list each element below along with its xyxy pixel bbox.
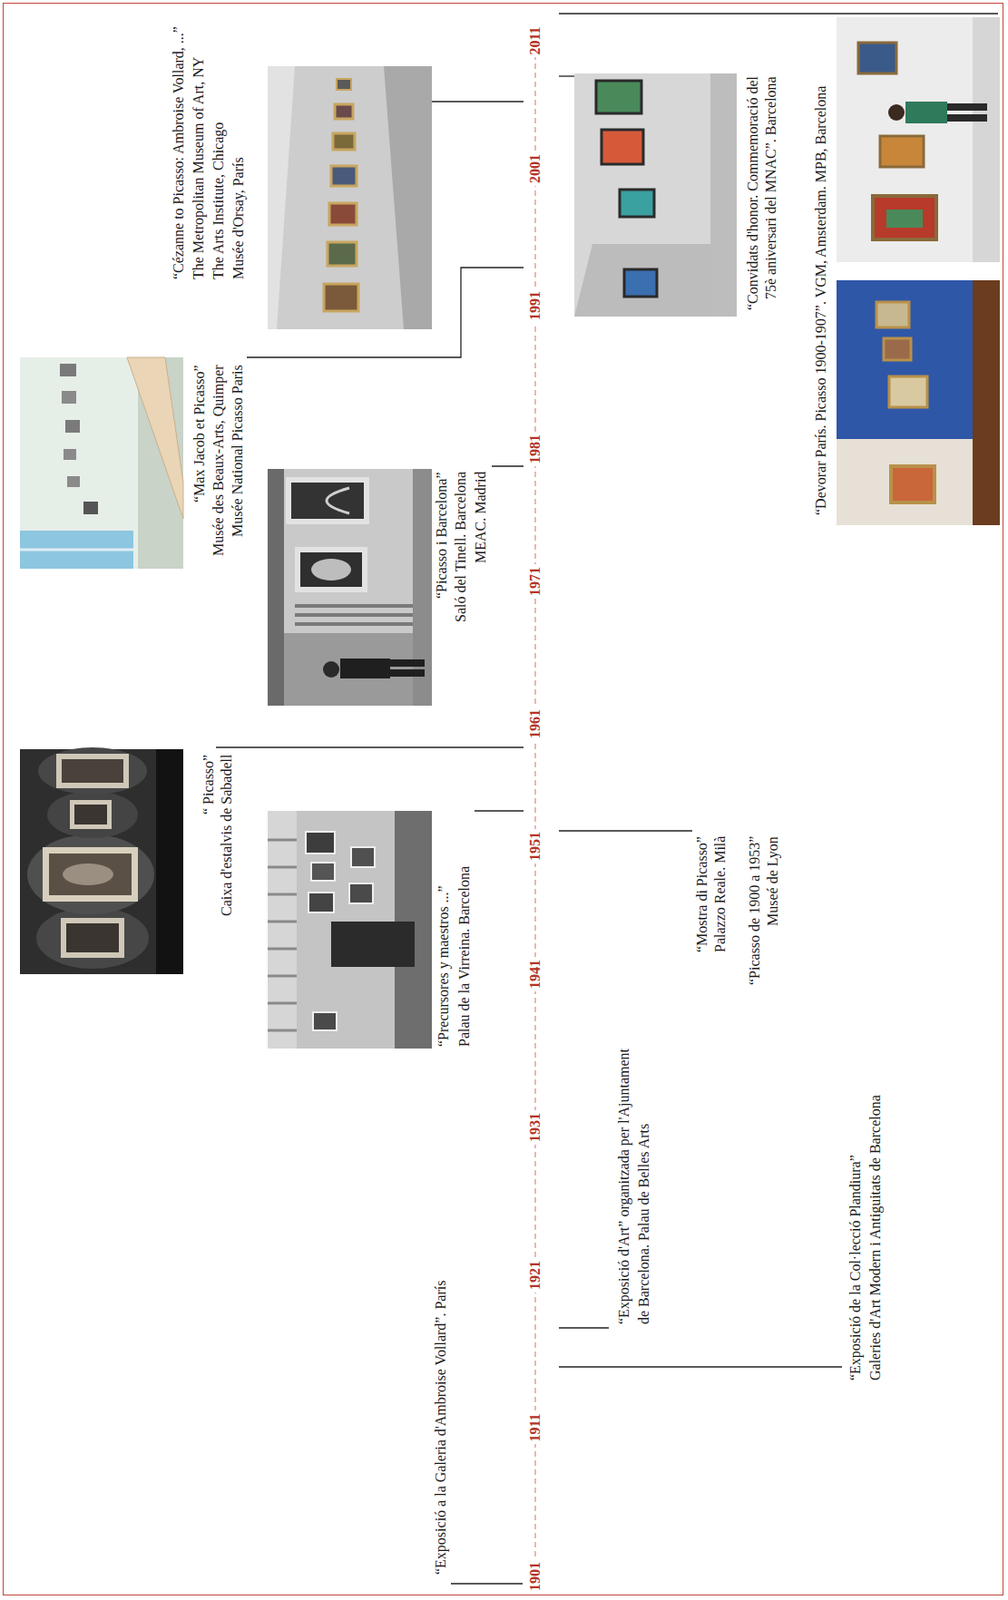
exhibition-caption: “Exposició d'Art” organitzada per l'Ajun…	[616, 1048, 633, 1325]
exhibition-caption: “Mostra di Picasso”	[694, 836, 711, 953]
year-label: 2001	[527, 151, 544, 186]
exhibition-caption: “Convidats d'honor. Commemoració del	[744, 76, 762, 311]
exhibition-caption: “Devorar París. Picasso 1900-1907”. VGM,…	[812, 86, 830, 516]
gallery-photo	[267, 811, 432, 1049]
exhibition-caption: “Cézanne to Picasso: Ambroise Vollard, .…	[170, 26, 187, 280]
exhibition-caption: Museé de Lyon	[764, 836, 782, 927]
year-label: 1931	[527, 1110, 544, 1146]
leader-line	[558, 12, 999, 14]
exhibition-caption: Musée National Picasso Paris	[229, 364, 246, 538]
exhibition-caption: “Picasso de 1900 a 1953”	[746, 836, 764, 986]
exhibition-caption: “ Picasso”	[200, 754, 217, 815]
exhibition-caption: Galeries d'Art Modern i Antiguitats de B…	[867, 1095, 884, 1381]
year-label: 1991	[527, 288, 544, 323]
year-label: 1921	[527, 1258, 544, 1293]
exhibition-caption: “Picasso i Barcelona”	[433, 472, 451, 600]
year-label: 2011	[527, 23, 544, 58]
year-label: 1951	[527, 829, 544, 864]
gallery-photo	[836, 280, 1000, 526]
year-label: 1981	[527, 431, 544, 467]
exhibition-caption: Musée des Beaux-Arts, Quimper	[210, 364, 227, 557]
exhibition-caption: Palazzo Reale. Milà	[712, 836, 729, 953]
exhibition-caption: “Exposició de la Col·lecció Plandiura”	[847, 1154, 864, 1381]
leader-line	[431, 100, 524, 102]
exhibition-caption: Saló del Tinell. Barcelona	[452, 471, 470, 623]
exhibition-caption: The Metropolitan Museum of Art, NY	[190, 57, 207, 280]
leader-line	[491, 465, 524, 467]
year-label: 1961	[527, 706, 544, 742]
exhibition-caption: The Arts Institute, Chicago	[210, 122, 227, 280]
gallery-photo	[574, 73, 737, 317]
exhibition-caption: 75è aniversari del MNAC”. Barcelona	[763, 76, 780, 300]
exhibition-caption: Musée d'Orsay, París	[230, 156, 247, 280]
year-label: 1911	[527, 1410, 544, 1445]
gallery-photo	[267, 469, 432, 706]
gallery-photo	[19, 357, 184, 569]
leader-line	[215, 746, 524, 748]
leader-line	[474, 810, 524, 812]
leader-line	[450, 1583, 523, 1585]
year-label: 1941	[527, 957, 544, 992]
gallery-photo	[836, 17, 1000, 263]
leader-line	[558, 1327, 609, 1329]
exhibition-caption: de Barcelona. Palau de Belles Arts	[636, 1124, 653, 1325]
exhibition-caption: Palau de la Virreina. Barcelona	[456, 866, 473, 1048]
time-axis	[534, 23, 537, 1594]
leader-line	[558, 75, 575, 77]
exhibition-caption: “Exposició a la Galeria d'Ambroise Volla…	[432, 1281, 450, 1576]
leader-line	[558, 830, 693, 832]
exhibition-caption: MEAC. Madrid	[472, 471, 490, 564]
year-label: 1901	[527, 1559, 544, 1595]
exhibition-caption: “Max Jacob et Picasso”	[191, 364, 208, 503]
gallery-photo	[267, 66, 432, 330]
gallery-photo	[19, 747, 184, 975]
year-label: 1971	[527, 564, 544, 599]
exhibition-caption: Caixa d'estalvis de Sabadell	[218, 754, 235, 917]
exhibition-caption: “Precursores y maestros ...”	[435, 885, 452, 1048]
leader-line	[558, 1366, 842, 1368]
